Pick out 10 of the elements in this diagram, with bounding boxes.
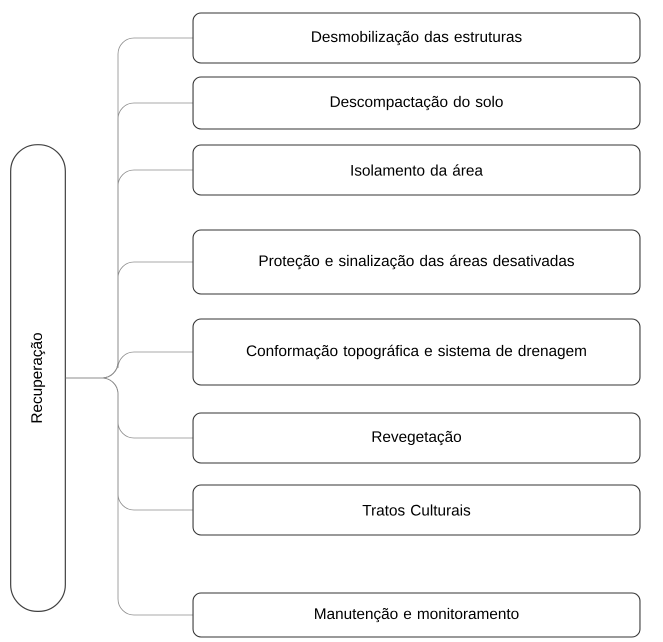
process-box: Proteção e sinalização das áreas desativadas [192, 229, 640, 295]
process-box: Revegetação [192, 412, 640, 464]
process-box: Tratos Culturais [192, 484, 640, 536]
process-box: Desmobilização das estruturas [192, 12, 640, 64]
connector-line [66, 378, 193, 616]
rounded-box: Recuperação [10, 144, 66, 612]
process-box: Manutenção e monitoramento [192, 592, 640, 638]
process-box: Isolamento da área [192, 144, 640, 196]
process-box: Conformação topográfica e sistema de drenagem [192, 318, 640, 386]
process-box: Descompactação do solo [192, 76, 640, 130]
